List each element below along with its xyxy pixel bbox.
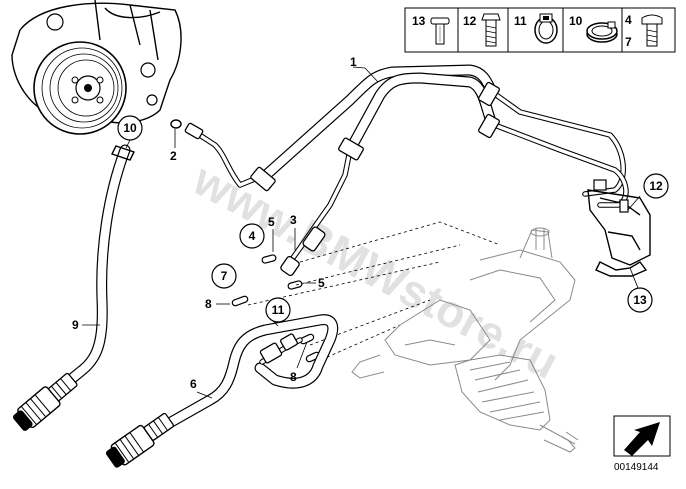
label-part-9: 9 [72,318,79,332]
svg-text:4: 4 [249,229,256,243]
label-part-2: 2 [170,149,177,163]
label-part-5-right: 5 [318,276,325,290]
callout-7: 7 [211,263,237,289]
label-part-5-top: 5 [268,215,275,229]
return-line-part-6 [105,314,339,468]
svg-text:13: 13 [633,293,647,307]
orientation-arrow-box [613,415,671,457]
banjo-bolt-icon [641,14,663,47]
label-part-6: 6 [190,377,197,391]
steering-pump [11,0,182,135]
bolt-icon [481,13,501,47]
label-part-1: 1 [350,55,357,69]
legend-box: 13 12 11 10 4 7 [404,7,676,53]
legend-number-10: 10 [569,14,583,28]
svg-text:12: 12 [649,179,663,193]
callout-10: 10 [117,115,143,141]
hose-clamp-icon [586,21,618,43]
hose-bracket [587,179,651,289]
svg-text:7: 7 [221,269,228,283]
steering-rack [351,227,579,453]
legend-number-12: 12 [463,14,477,28]
direction-arrow-icon [624,422,660,456]
hose-clip-icon [534,13,558,44]
pressure-hose-part-1 [184,64,629,265]
diagram-id: 00149144 [614,462,659,473]
callout-4: 4 [239,223,265,249]
return-hose-part-9 [12,144,135,431]
label-part-8-left: 8 [205,297,212,311]
svg-text:11: 11 [272,303,285,317]
svg-text:10: 10 [123,121,137,135]
legend-number-4: 4 [625,13,632,27]
label-part-8-bottom: 8 [290,370,297,384]
seal-part-8 [216,295,321,369]
union-part-3 [280,226,326,277]
callout-12: 12 [643,173,669,199]
label-part-3: 3 [290,213,297,227]
legend-number-13: 13 [412,14,426,28]
legend-number-11: 11 [514,14,527,28]
legend-number-7: 7 [625,35,632,49]
o-ring-part-2 [170,119,182,148]
callout-11: 11 [265,297,291,323]
callout-13: 13 [627,287,653,313]
rivet-icon [430,17,450,45]
